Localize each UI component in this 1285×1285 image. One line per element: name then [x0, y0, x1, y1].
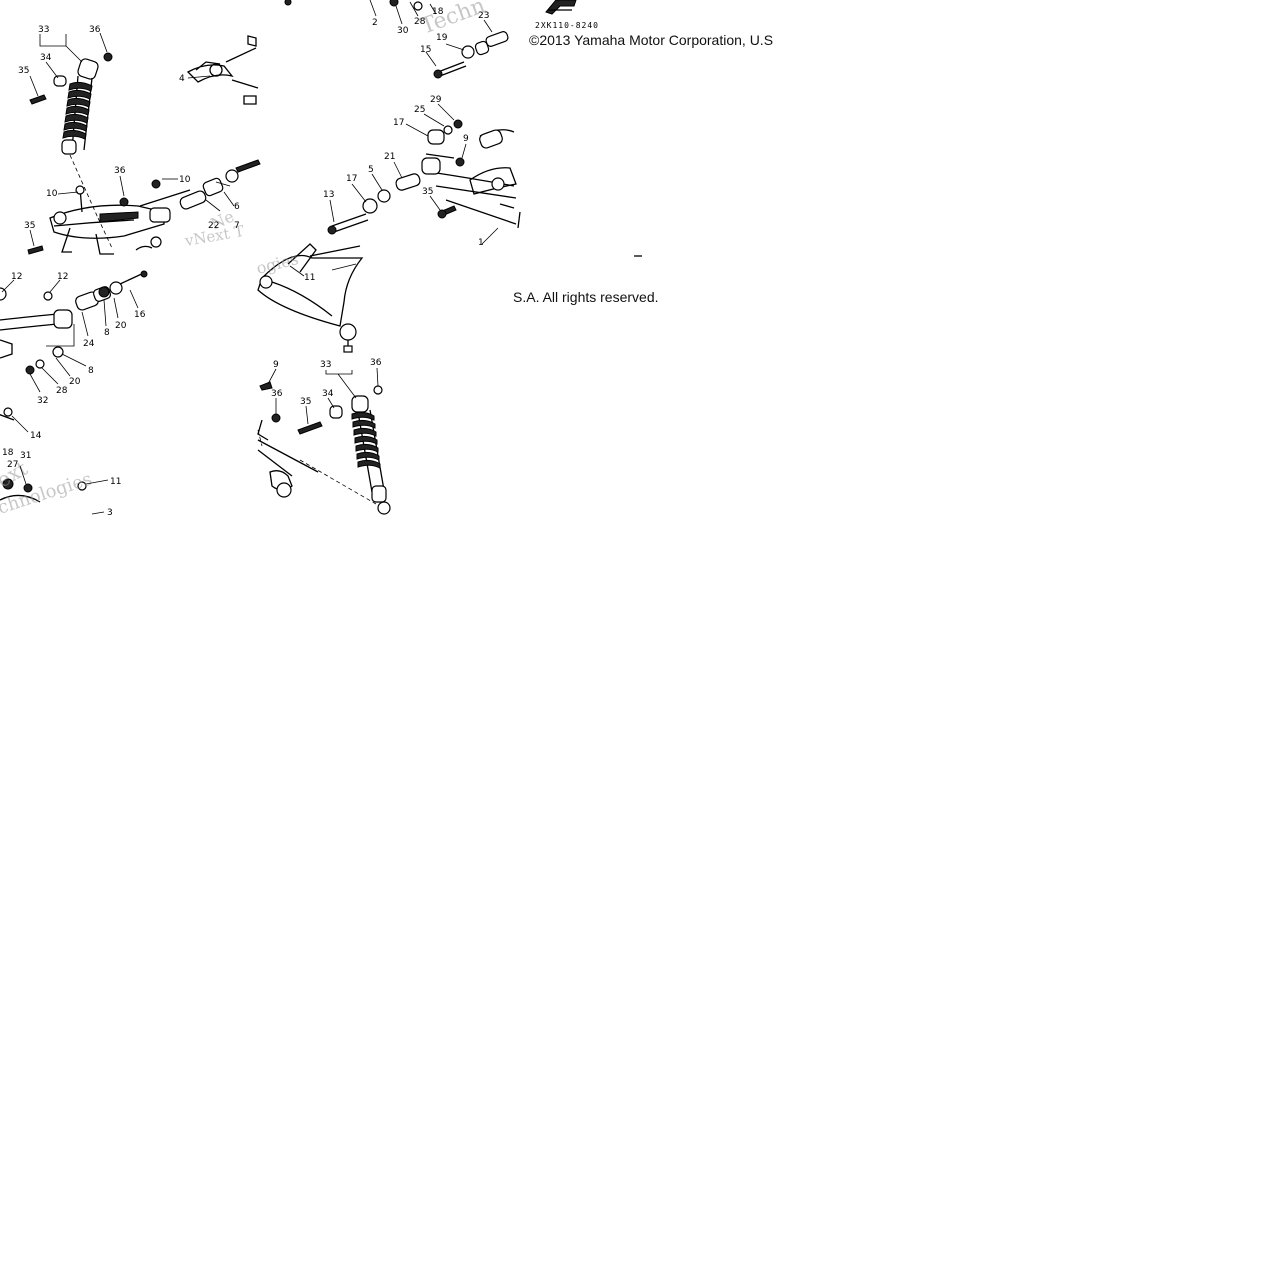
callout: 25 — [414, 105, 425, 115]
diagram-code: 2XK110-8240 — [535, 21, 599, 30]
lower-arm-a — [27, 159, 261, 255]
callout: 12 — [57, 272, 68, 282]
tile-b — [257, 243, 391, 515]
leader-lines — [1, 0, 493, 515]
upper-arm-c — [429, 129, 517, 225]
copyright-line-1: ©2013 Yamaha Motor Corporation, U.S — [529, 32, 774, 48]
callout: 32 — [37, 396, 48, 406]
callout: 33 — [320, 360, 331, 370]
callout: 15 — [420, 45, 431, 55]
callout: 20 — [115, 321, 127, 331]
callout: 18 — [432, 7, 444, 17]
callout: 28 — [414, 17, 426, 27]
callout: 36 — [271, 389, 283, 399]
callout: 31 — [20, 451, 31, 461]
callout: 21 — [384, 152, 395, 162]
callout: 8 — [104, 328, 110, 338]
callout: 35 — [300, 397, 311, 407]
tile-c — [284, 0, 521, 245]
callout: 22 — [208, 221, 219, 231]
callout: 34 — [322, 389, 334, 399]
bushing-row-c2 — [327, 119, 465, 235]
callout: 17 — [393, 118, 404, 128]
watermark-text: ogies — [254, 249, 300, 278]
callout: 3 — [107, 508, 113, 518]
callout: 33 — [38, 25, 49, 35]
callout: 11 — [304, 273, 315, 283]
logo-fragment — [545, 0, 577, 15]
callout: 36 — [370, 358, 382, 368]
callout: 34 — [40, 53, 52, 63]
callout: 14 — [30, 431, 42, 441]
shock-absorber-lower — [259, 381, 391, 515]
callout: 10 — [179, 175, 191, 185]
callout: 36 — [89, 25, 101, 35]
tile-a — [0, 35, 261, 503]
callout: 8 — [88, 366, 94, 376]
callout: 9 — [463, 134, 469, 144]
upper-arm-a — [186, 35, 259, 105]
copyright-line-2: S.A. All rights reserved. — [513, 289, 659, 305]
callout: 17 — [346, 174, 357, 184]
callout: 19 — [436, 33, 448, 43]
callout: 35 — [24, 221, 35, 231]
callout: 12 — [11, 272, 22, 282]
callout: 24 — [83, 339, 95, 349]
callout: 9 — [273, 360, 279, 370]
callout: 16 — [134, 310, 146, 320]
bushing-row-a — [0, 270, 148, 503]
callout: 36 — [114, 166, 126, 176]
callout: 35 — [422, 187, 433, 197]
callout: 2 — [372, 18, 378, 28]
callout: 27 — [7, 460, 18, 470]
callout: 10 — [46, 189, 58, 199]
callout: 1 — [478, 238, 484, 248]
callout: 4 — [179, 74, 185, 84]
callout: 6 — [234, 202, 240, 212]
callout: 20 — [69, 377, 81, 387]
lower-arm-b — [257, 419, 377, 505]
bolt-row-c1 — [433, 31, 509, 79]
callout-numbers: 33 36 34 35 4 36 10 10 35 22 7 6 12 12 1… — [2, 7, 489, 518]
callout: 13 — [323, 190, 334, 200]
callout: 5 — [368, 165, 374, 175]
callout: 28 — [56, 386, 68, 396]
callout: 11 — [110, 477, 121, 487]
watermarks: vNext T Techn ogies ext chnologies Ne — [0, 0, 489, 519]
callout: 29 — [430, 95, 442, 105]
callout: 30 — [397, 26, 409, 36]
shock-absorber-upper — [61, 58, 99, 219]
callout: 35 — [18, 66, 29, 76]
callout: 18 — [2, 448, 14, 458]
callout: 23 — [478, 11, 489, 21]
a-arm-b — [257, 243, 364, 353]
callout: 7 — [234, 221, 240, 231]
